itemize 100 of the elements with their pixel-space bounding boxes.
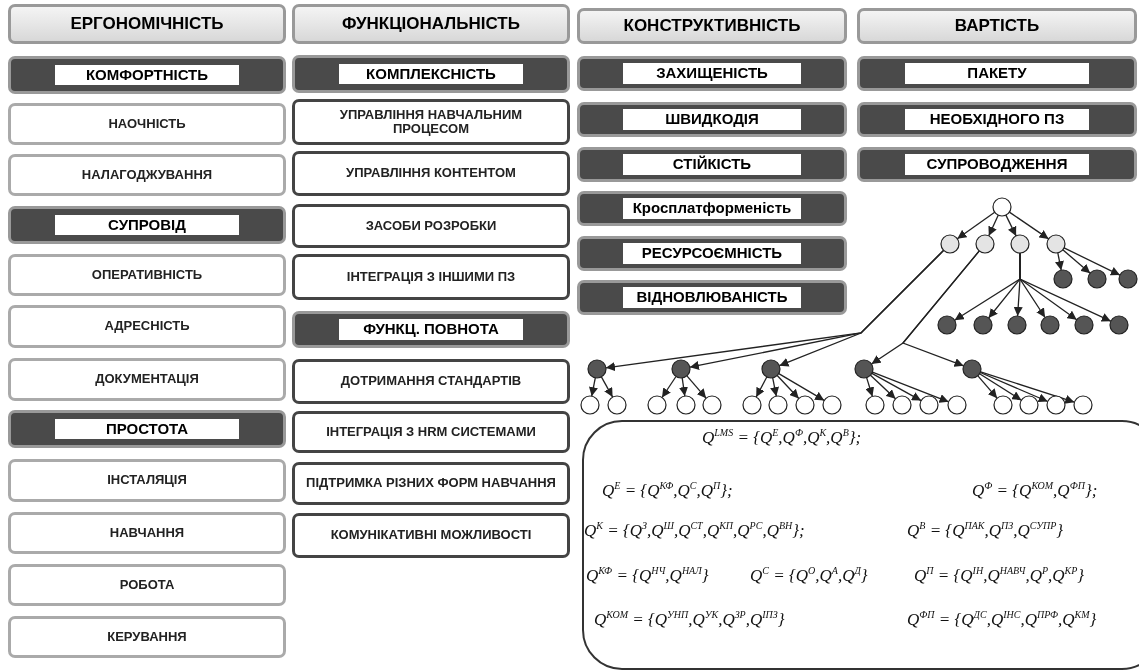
tree-node-circle bbox=[768, 395, 788, 415]
tree-node-circle bbox=[1010, 234, 1030, 254]
arrow bbox=[979, 371, 1076, 404]
tree-node-circle bbox=[940, 234, 960, 254]
group-bar bbox=[577, 280, 847, 315]
tree-node-circle bbox=[1118, 269, 1138, 289]
tree-node-circle bbox=[1074, 315, 1094, 335]
group-bar bbox=[577, 56, 847, 91]
formula: Q$^{LMS}$ = {Q$^{Е}$,Q$^{Ф}$,Q$^{К}$,Q$^{В}$}; bbox=[702, 427, 862, 448]
tree-node-circle bbox=[761, 359, 781, 379]
group-bar bbox=[577, 102, 847, 137]
column-header: КОНСТРУКТИВНІСТЬ bbox=[577, 8, 847, 44]
tree-node-circle bbox=[822, 395, 842, 415]
group-title: РЕСУРСОЄМНІСТЬ bbox=[622, 243, 802, 264]
arrow bbox=[755, 376, 768, 398]
arrow bbox=[978, 373, 1023, 401]
arrow bbox=[600, 376, 614, 398]
group-title: СТІЙКІСТЬ bbox=[622, 154, 802, 175]
formula: Q$^{КОМ}$ = {Q$^{УНП}$,Q$^{УК}$,Q$^{ЗР}$,Q$^{ІПЗ}$} bbox=[594, 609, 785, 630]
group-bar bbox=[577, 191, 847, 226]
arrow bbox=[1019, 252, 1112, 322]
column-header: ФУНКЦІОНАЛЬНІСТЬ bbox=[292, 4, 570, 44]
group-bar bbox=[577, 236, 847, 271]
group-bar bbox=[292, 311, 570, 348]
tree-node-circle bbox=[992, 197, 1012, 217]
tree-node-circle bbox=[1007, 315, 1027, 335]
criterion-box: РОБОТА bbox=[8, 564, 286, 606]
arrow bbox=[979, 371, 1049, 403]
tree-node-circle bbox=[1073, 395, 1093, 415]
criterion-box: УПРАВЛІННЯ КОНТЕНТОМ bbox=[292, 151, 570, 196]
group-bar bbox=[857, 102, 1137, 137]
group-title: ФУНКЦ. ПОВНОТА bbox=[339, 319, 523, 340]
tree-node-circle bbox=[1046, 395, 1066, 415]
arrow bbox=[871, 372, 922, 402]
arrow bbox=[679, 377, 688, 397]
formula: Q$^{С}$ = {Q$^{О}$,Q$^{А}$,Q$^{Д}$} bbox=[750, 565, 868, 586]
tree-node-circle bbox=[937, 315, 957, 335]
formula: Q$^{КФ}$ = {Q$^{НЧ}$,Q$^{НАЛ}$} bbox=[586, 565, 709, 586]
group-bar bbox=[8, 56, 286, 94]
group-title: СУПРОВОДЖЕННЯ bbox=[904, 154, 1090, 175]
arrow bbox=[901, 250, 980, 367]
arrow bbox=[686, 375, 707, 399]
tree-node-circle bbox=[993, 395, 1013, 415]
tree-node-circle bbox=[1040, 315, 1060, 335]
arrow bbox=[869, 374, 897, 400]
criterion-box: ІНТЕГРАЦІЯ З HRM СИСТЕМАМИ bbox=[292, 411, 570, 453]
group-title: ШВИДКОДІЯ bbox=[622, 109, 802, 130]
tree-node-circle bbox=[1019, 395, 1039, 415]
group-title: Кросплатформеність bbox=[622, 198, 802, 219]
group-bar bbox=[857, 147, 1137, 182]
arrow bbox=[778, 249, 945, 367]
tree-node-circle bbox=[1109, 315, 1129, 335]
arrow bbox=[977, 375, 998, 399]
tree-node-circle bbox=[865, 395, 885, 415]
arrow bbox=[1055, 252, 1064, 271]
formula: Q$^{В}$ = {Q$^{ПАК}$,Q$^{ПЗ}$,Q$^{СУПР}$} bbox=[907, 520, 1064, 541]
tree-node-circle bbox=[973, 315, 993, 335]
arrow bbox=[1062, 249, 1091, 274]
arrow bbox=[871, 371, 950, 403]
tree-node-circle bbox=[962, 359, 982, 379]
tree-node-circle bbox=[1053, 269, 1073, 289]
criterion-box: ПІДТРИМКА РІЗНИХ ФОРМ НАВЧАННЯ bbox=[292, 462, 570, 505]
criterion-box: ДОТРИМАННЯ СТАНДАРТІВ bbox=[292, 359, 570, 404]
criterion-box: ЗАСОБИ РОЗРОБКИ bbox=[292, 204, 570, 248]
tree-node-circle bbox=[947, 395, 967, 415]
formula: Q$^{К}$ = {Q$^{З}$,Q$^{Ш}$,Q$^{СТ}$,Q$^{КП}$,Q$^{РС}$,Q$^{ВН}$}; bbox=[584, 520, 805, 541]
tree-node-circle bbox=[647, 395, 667, 415]
tree-node-circle bbox=[854, 359, 874, 379]
arrow bbox=[589, 377, 598, 397]
criterion-box: КОМУНІКАТИВНІ МОЖЛИВОСТІ bbox=[292, 513, 570, 558]
criterion-box: УПРАВЛІННЯ НАВЧАЛЬНИМ ПРОЦЕСОМ bbox=[292, 99, 570, 145]
group-bar bbox=[292, 55, 570, 93]
group-bar bbox=[8, 410, 286, 448]
criterion-box: ІНСТАЛЯЦІЯ bbox=[8, 459, 286, 502]
arrow bbox=[988, 214, 999, 237]
tree-node-circle bbox=[742, 395, 762, 415]
arrow bbox=[776, 374, 800, 400]
criterion-box: КЕРУВАННЯ bbox=[8, 616, 286, 658]
arrow bbox=[956, 211, 996, 240]
tree-node-circle bbox=[919, 395, 939, 415]
criterion-box: НАВЧАННЯ bbox=[8, 512, 286, 554]
formula: Q$^{Е}$ = {Q$^{КФ}$,Q$^{С}$,Q$^{П}$}; bbox=[602, 480, 733, 501]
tree-node-circle bbox=[1046, 234, 1066, 254]
group-title: СУПРОВІД bbox=[55, 214, 239, 236]
group-title: ЗАХИЩЕНІСТЬ bbox=[622, 63, 802, 84]
column-header: ЕРГОНОМІЧНІСТЬ bbox=[8, 4, 286, 44]
criterion-box: АДРЕСНІСТЬ bbox=[8, 305, 286, 348]
tree-node-circle bbox=[580, 395, 600, 415]
formula: Q$^{Ф}$ = {Q$^{КОМ}$,Q$^{ФП}$}; bbox=[972, 480, 1098, 501]
tree-node-circle bbox=[676, 395, 696, 415]
formula: Q$^{П}$ = {Q$^{ІН}$,Q$^{НАВЧ}$,Q$^{Р}$,Q$^{КР}$} bbox=[914, 565, 1085, 586]
group-bar bbox=[8, 206, 286, 244]
group-title: КОМПЛЕКСНІСТЬ bbox=[339, 63, 523, 85]
tree-node-circle bbox=[702, 395, 722, 415]
group-bar bbox=[577, 147, 847, 182]
group-title: КОМФОРТНІСТЬ bbox=[55, 64, 239, 86]
tree-node-circle bbox=[975, 234, 995, 254]
criterion-box: ІНТЕГРАЦІЯ З ІНШИМИ ПЗ bbox=[292, 254, 570, 300]
criterion-box: НАЛАГОДЖУВАННЯ bbox=[8, 154, 286, 196]
tree-node-circle bbox=[587, 359, 607, 379]
